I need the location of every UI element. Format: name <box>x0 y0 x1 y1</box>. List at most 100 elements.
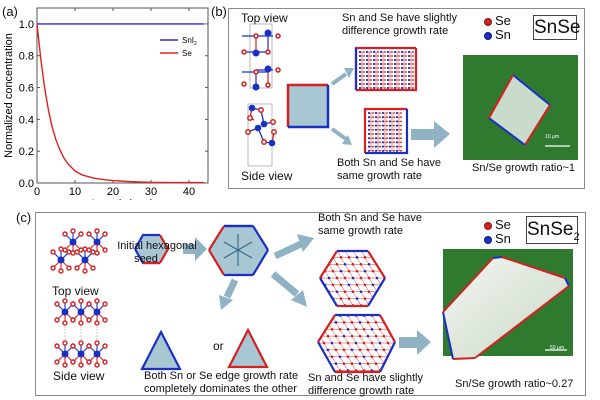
se-atom <box>398 59 400 61</box>
se-atom <box>393 120 395 123</box>
se-atom <box>400 120 402 123</box>
lattice-bond <box>376 251 382 258</box>
sn-atom <box>372 62 376 66</box>
lattice-atom <box>356 242 359 245</box>
se-atom <box>377 87 379 89</box>
lattice-bond <box>320 298 322 306</box>
lattice-bond <box>428 315 432 322</box>
lattice-bond <box>328 264 334 272</box>
lattice-bond <box>308 288 312 295</box>
sn-atom <box>374 124 378 127</box>
lattice-atom <box>395 300 398 303</box>
lattice-bond <box>412 329 416 336</box>
lattice-bond <box>276 357 280 364</box>
lattice-atom <box>316 256 319 259</box>
sn-atom <box>367 120 371 123</box>
lattice-atom <box>288 318 291 321</box>
lattice-bond <box>343 336 349 344</box>
lattice-atom <box>331 283 335 287</box>
lattice-bond <box>379 356 385 364</box>
sn-atom <box>388 141 392 144</box>
lattice-atom <box>354 355 358 359</box>
sn-atom <box>407 78 411 82</box>
lattice-atom <box>320 290 323 294</box>
lattice-atom <box>316 325 319 328</box>
lattice-bond <box>396 329 400 336</box>
lattice-atom <box>367 276 371 280</box>
lattice-atom <box>323 297 327 300</box>
se-atom <box>377 67 379 69</box>
lattice-atom <box>416 318 419 321</box>
lattice-bond <box>432 364 436 371</box>
lattice-bond <box>371 315 377 323</box>
lattice-bond <box>421 285 425 292</box>
lattice-atom <box>342 348 346 352</box>
lattice-atom <box>311 294 314 297</box>
lattice-bond <box>364 271 370 279</box>
lattice-bond <box>356 271 362 279</box>
se-atom <box>391 67 393 69</box>
lattice-bond <box>323 315 329 323</box>
se-atom <box>412 87 414 89</box>
lattice-bond <box>400 350 404 357</box>
lattice-bond <box>404 288 408 295</box>
lattice-atom <box>358 321 362 324</box>
c-growth-hexagon <box>208 224 269 277</box>
lattice-bond <box>428 371 432 378</box>
lattice-bond <box>380 302 384 309</box>
lattice-bond <box>313 250 317 257</box>
lattice-bond <box>375 336 381 344</box>
lattice-atom <box>304 318 307 321</box>
b-legend-sn: Sn <box>484 28 511 42</box>
lattice-bond <box>376 295 380 302</box>
lattice-atom <box>392 277 395 280</box>
lattice-atom <box>347 269 351 273</box>
se-atom <box>393 133 395 135</box>
lattice-bond <box>436 288 440 295</box>
lattice-bond <box>317 326 321 333</box>
sn-atom <box>372 66 376 70</box>
sn-atom <box>367 111 371 115</box>
lattice-atom <box>435 342 438 345</box>
se-atom <box>363 63 365 65</box>
lattice-bond <box>408 309 412 316</box>
lattice-bond <box>397 299 401 306</box>
se-atom <box>391 87 393 89</box>
lattice-atom <box>307 287 310 290</box>
lattice-bond <box>413 244 417 251</box>
sn-atom <box>400 82 404 86</box>
lattice-atom <box>288 277 291 280</box>
sn-atom <box>381 145 385 148</box>
lattice-bond <box>351 363 357 371</box>
lattice-bond <box>388 302 392 309</box>
se-atom <box>370 55 372 57</box>
lattice-atom <box>420 284 423 287</box>
lattice-bond <box>356 284 362 292</box>
y-axis-label: Normalized concentration <box>3 33 15 158</box>
lattice-bond <box>312 309 316 316</box>
lattice-bond <box>321 319 325 326</box>
sn-atom <box>388 137 392 140</box>
c-initial-seed-hexagon <box>134 233 170 265</box>
lattice-bond <box>289 306 293 313</box>
c-legend-sn: Sn <box>484 232 511 246</box>
lattice-bond <box>284 302 288 309</box>
se-atom <box>372 149 374 152</box>
lattice-bond <box>313 292 317 299</box>
lattice-atom <box>287 321 290 324</box>
lattice-bond <box>417 237 421 244</box>
se-atom <box>391 75 393 77</box>
sn-atom <box>365 58 369 62</box>
lattice-bond <box>409 264 413 271</box>
c-seed-line2: seed <box>134 253 158 265</box>
lattice-bond <box>424 295 428 302</box>
sn-atom <box>358 78 362 82</box>
lattice-bond <box>383 315 389 316</box>
c-micrograph <box>442 249 573 360</box>
lattice-bond <box>301 312 305 319</box>
lattice-atom <box>379 300 382 303</box>
sn-atom <box>367 137 371 140</box>
lattice-bond <box>405 312 409 319</box>
lattice-atom <box>416 235 419 238</box>
lattice-bond <box>363 356 369 364</box>
